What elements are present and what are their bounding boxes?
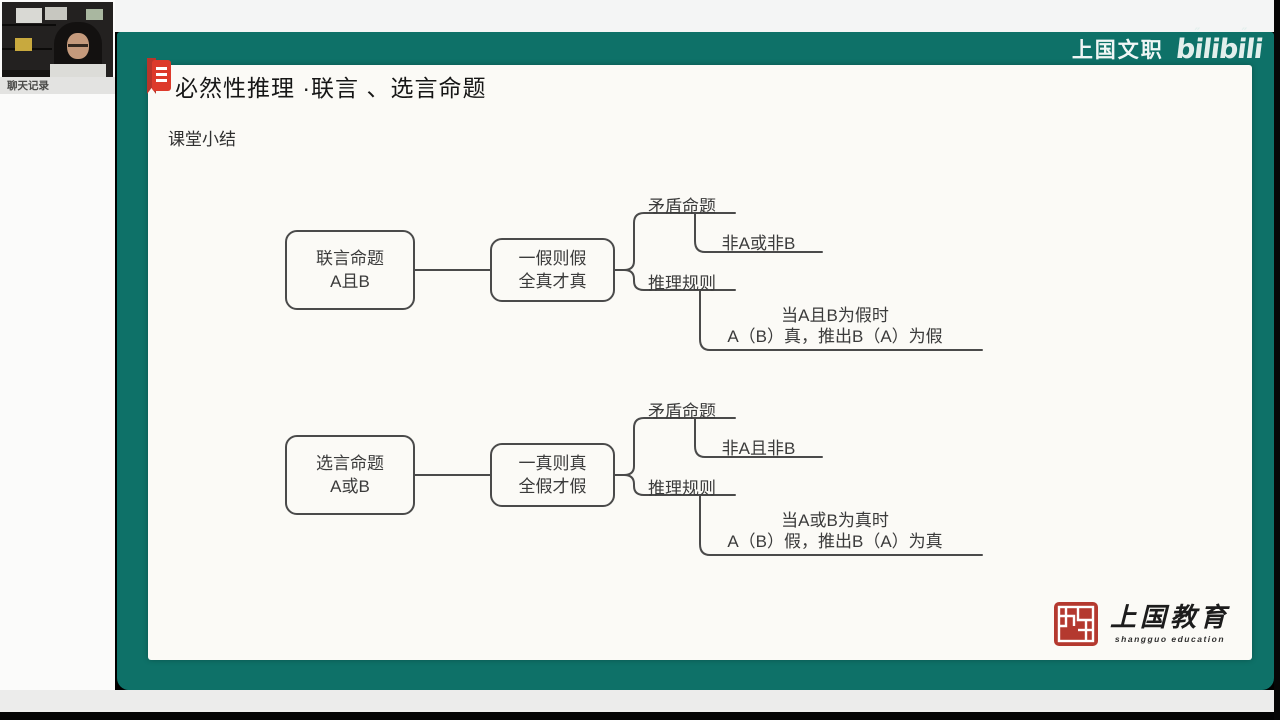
footer-logo-subtext: shangguo education [1114,634,1226,644]
chat-tab[interactable]: 聊天记录 [0,77,115,94]
rule-node: 一假则假 全真才真 [490,238,615,302]
mindmap-connectors [414,212,983,556]
watermark: 上国文职 bilibili [1071,33,1264,65]
webcam-box [45,7,67,20]
branch-child-line1: 当A且B为假时 [781,306,889,325]
slide: 必然性推理 ·联言 、选言命题 课堂小结 联言命题 [147,58,1252,660]
webcam-person-glasses [68,44,88,47]
slide-title: 必然性推理 ·联言 、选言命题 [175,75,487,101]
branch-label: 矛盾命题 [648,197,716,216]
branch-label: 推理规则 [648,274,716,293]
webcam-person-shirt [50,64,106,77]
branch-label: 矛盾命题 [648,402,716,421]
rule-node-line1: 一假则假 [518,249,587,268]
footer-logo: 上国教育 shangguo education [1053,602,1230,646]
rule-node-line2: 全假才假 [518,477,587,496]
webcam-shelf-line [2,24,56,26]
footer-logo-text: 上国教育 shangguo education [1110,604,1230,644]
topic-node-line1: 选言命题 [316,454,384,473]
branch-label: 推理规则 [648,479,716,498]
bottom-black-bar [0,712,1280,720]
section-label: 课堂小结 [168,130,236,149]
bottom-gray-strip [0,690,1280,712]
branch-child-line2: A（B）假，推出B（A）为真 [727,532,943,551]
topic-node-line2: A或B [330,477,370,496]
footer-logo-name: 上国教育 [1109,603,1230,633]
topic-node: 选言命题 A或B [285,435,415,515]
branch-child-line1: 当A或B为真时 [781,511,889,530]
right-black-bar [1274,0,1280,720]
branch-child-text: 当A或B为真时 A（B）假，推出B（A）为真 [688,510,982,552]
branch-child-label: 非A或非B [721,234,796,253]
slide-title-row: 必然性推理 ·联言 、选言命题 [145,56,486,103]
bilibili-logo-icon: bilibili [1174,34,1264,65]
webcam-desk [2,70,50,77]
branch-child-label: 非A且非B [721,439,796,458]
webcam-box [15,38,32,51]
top-strip [115,0,1280,32]
branch-child-text: 当A且B为假时 A（B）真，推出B（A）为假 [688,305,982,347]
rule-node-line2: 全真才真 [518,272,587,291]
webcam-video[interactable] [2,2,113,77]
brand-label: 上国文职 [1071,39,1164,62]
topic-node: 联言命题 A且B [285,230,415,310]
topic-node-line1: 联言命题 [316,249,384,268]
rule-node: 一真则真 全假才假 [490,443,615,507]
webcam-box [16,8,42,23]
webcam-box [86,9,103,20]
scroll-icon [147,58,171,94]
seal-logo-icon [1053,602,1098,646]
topic-node-line2: A且B [330,272,370,291]
left-panel: 聊天记录 [0,0,115,712]
chat-tab-label: 聊天记录 [7,80,49,92]
presentation-window: 上国文职 bilibili 必然性推理 ·联言 、选言命题 课堂小结 [117,32,1274,690]
rule-node-line1: 一真则真 [518,454,587,473]
branch-child-line2: A（B）真，推出B（A）为假 [727,327,943,346]
